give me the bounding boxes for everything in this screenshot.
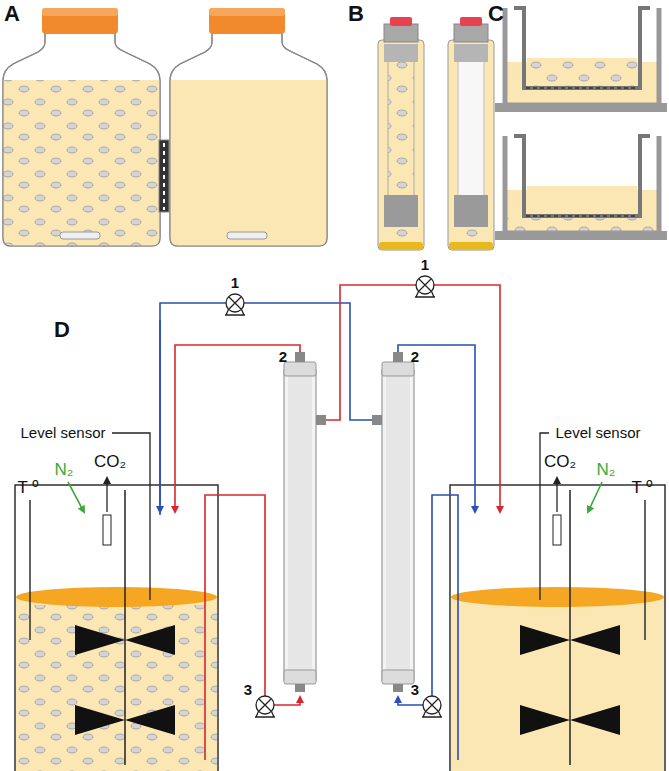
gas-label: N₂ [597, 461, 616, 480]
callout-number: 1 [421, 257, 429, 274]
panel-letter: B [348, 2, 364, 26]
gas-label: CO₂ [94, 453, 126, 472]
sensor-label: Level sensor [20, 425, 105, 442]
probe-label: T º [17, 479, 38, 498]
callout-number: 1 [231, 275, 239, 292]
callout-number: 3 [244, 682, 252, 699]
callout-number: 3 [411, 682, 419, 699]
gas-label: N₂ [55, 461, 74, 480]
panel-letter: A [4, 2, 20, 26]
panel-letter: C [488, 2, 504, 26]
callout-number: 2 [279, 349, 287, 366]
sensor-label: Level sensor [555, 425, 640, 442]
probe-label: T º [631, 479, 652, 498]
callout-number: 2 [411, 349, 419, 366]
gas-label: CO₂ [544, 453, 576, 472]
panel-letter: D [54, 318, 70, 342]
